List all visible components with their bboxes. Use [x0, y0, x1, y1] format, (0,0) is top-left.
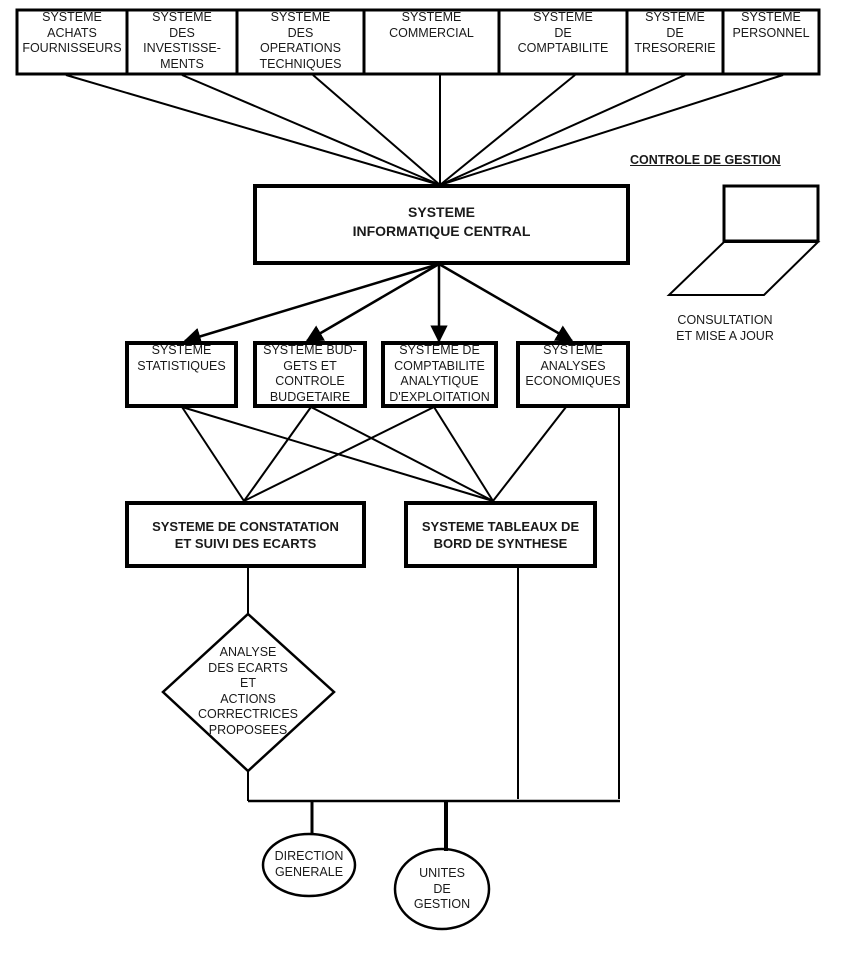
- connector-investissements: [181, 74, 441, 186]
- label-commercial: SYSTEME COMMERCIAL: [389, 10, 474, 40]
- connector-achats: [65, 74, 441, 186]
- label-achats: SYSTEME ACHATS FOURNISSEURS: [22, 10, 122, 55]
- laptop-icon: [666, 184, 821, 296]
- box-central[interactable]: [253, 184, 630, 265]
- label-economiques: SYSTEME ANALYSES ECONOMIQUES: [525, 343, 621, 388]
- label-operations: SYSTEME DES OPERATIONS TECHNIQUES: [259, 10, 342, 71]
- arrow-statistiques: [183, 262, 440, 345]
- arrow-economiques: [438, 262, 574, 343]
- label-personnel: SYSTEME PERSONNEL: [732, 10, 810, 40]
- box-statistiques[interactable]: [125, 341, 238, 408]
- arrow-budgets: [305, 262, 440, 343]
- label-investissements: SYSTEME DES INVESTISSE- MENTS: [143, 10, 221, 71]
- connector-personnel: [439, 74, 784, 186]
- label-unites: UNITES DE GESTION: [413, 866, 471, 911]
- lower-connectors: [247, 567, 620, 851]
- central-arrows: [183, 262, 574, 345]
- decision-diamond[interactable]: [161, 612, 336, 773]
- ellipse-direction[interactable]: [261, 832, 357, 898]
- label-tableaux: SYSTEME TABLEAUX DE BORD DE SYNTHESE: [421, 519, 580, 551]
- source-row: [15, 8, 821, 76]
- label-statistiques: SYSTEME STATISTIQUES: [137, 343, 226, 373]
- label-analytique: SYSTEME DE COMPTABILITE ANALYTIQUE D'EXP…: [389, 343, 490, 404]
- box-analytique[interactable]: [381, 341, 498, 408]
- label-central: SYSTEME INFORMATIQUE CENTRAL: [352, 204, 531, 239]
- subsystem-connectors: [181, 406, 620, 799]
- label-comptabilite: SYSTEME DE COMPTABILITE: [517, 10, 609, 55]
- ellipse-unites[interactable]: [393, 847, 491, 931]
- connector-comptabilite: [439, 74, 576, 186]
- label-ecarts: SYSTEME DE CONSTATATION ET SUIVI DES ECA…: [152, 519, 339, 551]
- controle-title: CONTROLE DE GESTION: [630, 153, 781, 167]
- source-connectors: [65, 74, 784, 186]
- controle-caption: CONSULTATION ET MISE A JOUR: [676, 313, 774, 343]
- box-personnel[interactable]: [721, 8, 821, 76]
- label-decision: ANALYSE DES ECARTS ET ACTIONS CORRECTRIC…: [197, 645, 298, 737]
- subsystem-row: [125, 341, 630, 408]
- box-tableaux[interactable]: [404, 501, 597, 568]
- output-row: [125, 501, 597, 568]
- box-economiques[interactable]: [516, 341, 630, 408]
- label-budgets: SYSTEME BUD- GETS ET CONTROLE BUDGETAIRE: [263, 343, 357, 404]
- label-direction: DIRECTION GENERALE: [274, 849, 344, 879]
- box-budgets[interactable]: [253, 341, 367, 408]
- connector-operations: [312, 74, 441, 186]
- connector-tresorerie: [439, 74, 686, 186]
- label-tresorerie: SYSTEME DE TRESORERIE: [634, 10, 716, 55]
- box-ecarts[interactable]: [125, 501, 366, 568]
